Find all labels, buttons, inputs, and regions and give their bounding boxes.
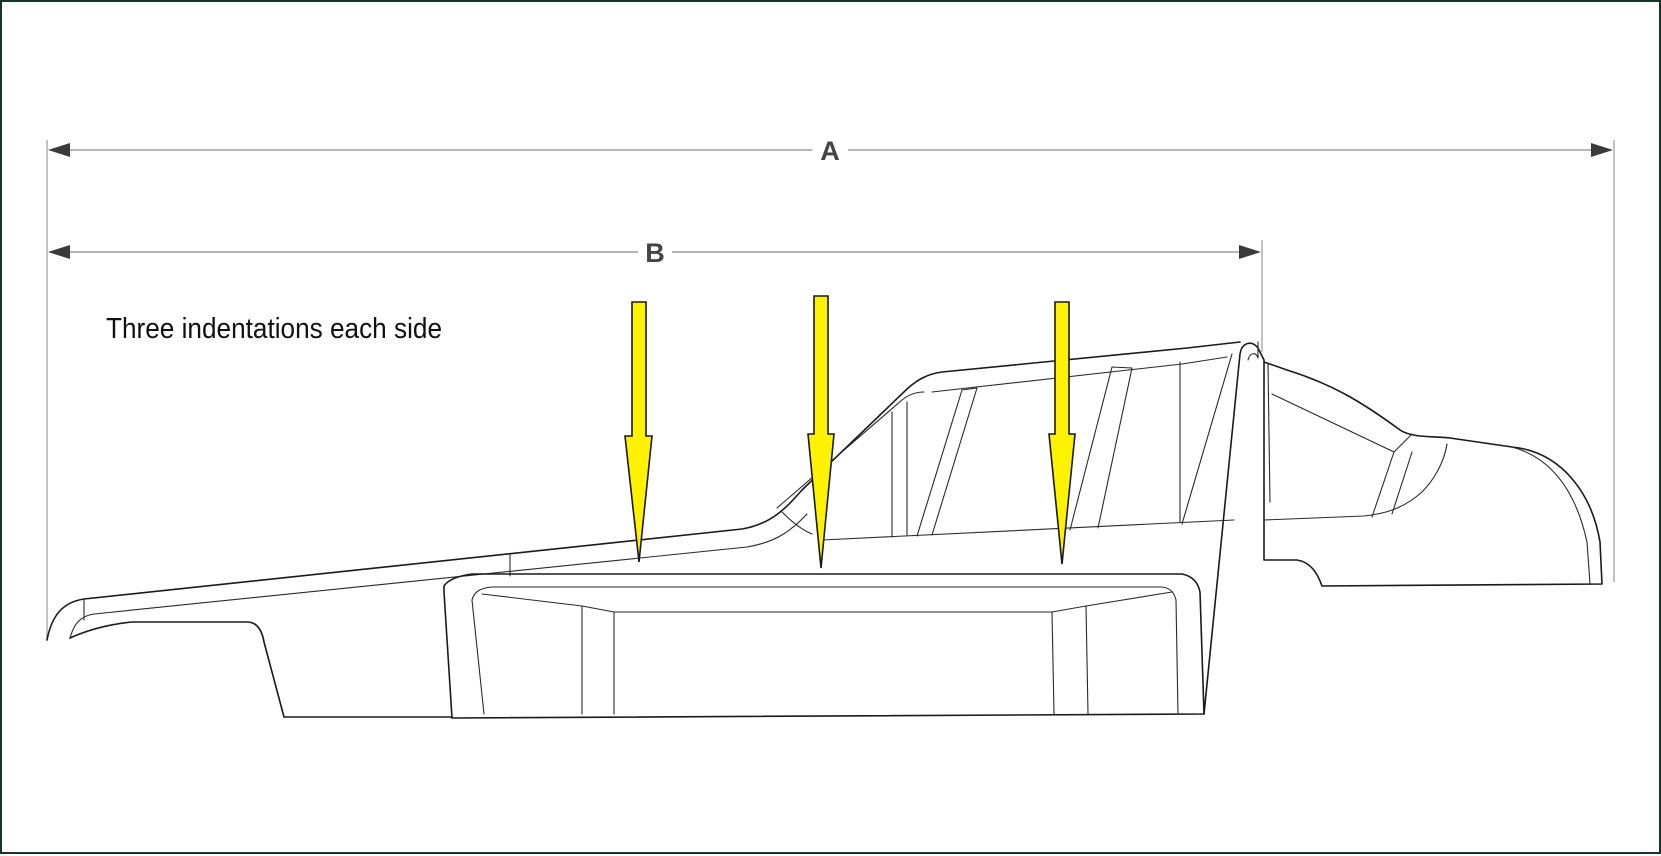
indentation-panel-divider-4	[1085, 605, 1089, 715]
front-underside	[69, 621, 453, 718]
rear-post-inner	[1247, 341, 1259, 361]
arrowhead-b-right	[1239, 245, 1261, 259]
cockpit-inner-line	[821, 519, 1235, 541]
lower-body-inner-left	[471, 599, 485, 715]
rear-tail-outline	[1263, 361, 1603, 587]
cockpit-front-slope-inner	[776, 391, 925, 509]
dimension-a: A	[46, 136, 1615, 640]
callout-arrow-2	[807, 295, 835, 569]
indentation-panel-top	[481, 591, 1173, 613]
cockpit-rib-1	[916, 387, 978, 537]
dimension-b: B	[48, 238, 1263, 352]
front-deck-outline	[46, 341, 1241, 641]
rear-tail-rib-1	[1371, 451, 1395, 518]
indentation-callouts	[624, 295, 1076, 569]
callout-arrow-1	[624, 301, 653, 563]
lower-body-outline	[443, 573, 1205, 719]
part-side-profile	[46, 341, 1603, 719]
arrowhead-b-left	[48, 245, 70, 259]
rear-tail-fender	[1511, 446, 1591, 585]
callout-arrow-3	[1048, 301, 1076, 565]
cockpit-lip	[781, 511, 813, 535]
cockpit-rib-2	[1069, 366, 1133, 531]
front-deck-inner-edge	[69, 513, 808, 639]
lower-body-inner-rim	[471, 586, 1179, 715]
arrowhead-a-left	[48, 143, 70, 157]
indentation-panel-divider-3	[1051, 611, 1055, 715]
rear-tail-rib-2	[1391, 451, 1413, 515]
rear-post-slot	[1267, 363, 1271, 503]
indentation-note: Three indentations each side	[106, 313, 442, 345]
rear-tail-inner-curve	[1263, 443, 1448, 521]
cockpit-top-inner	[931, 356, 1228, 393]
dimension-label-a: A	[820, 136, 840, 166]
arrowhead-a-right	[1591, 143, 1613, 157]
cockpit-rib-4	[1181, 353, 1233, 525]
rear-post-outline	[1203, 342, 1265, 715]
dimension-label-b: B	[645, 238, 665, 268]
